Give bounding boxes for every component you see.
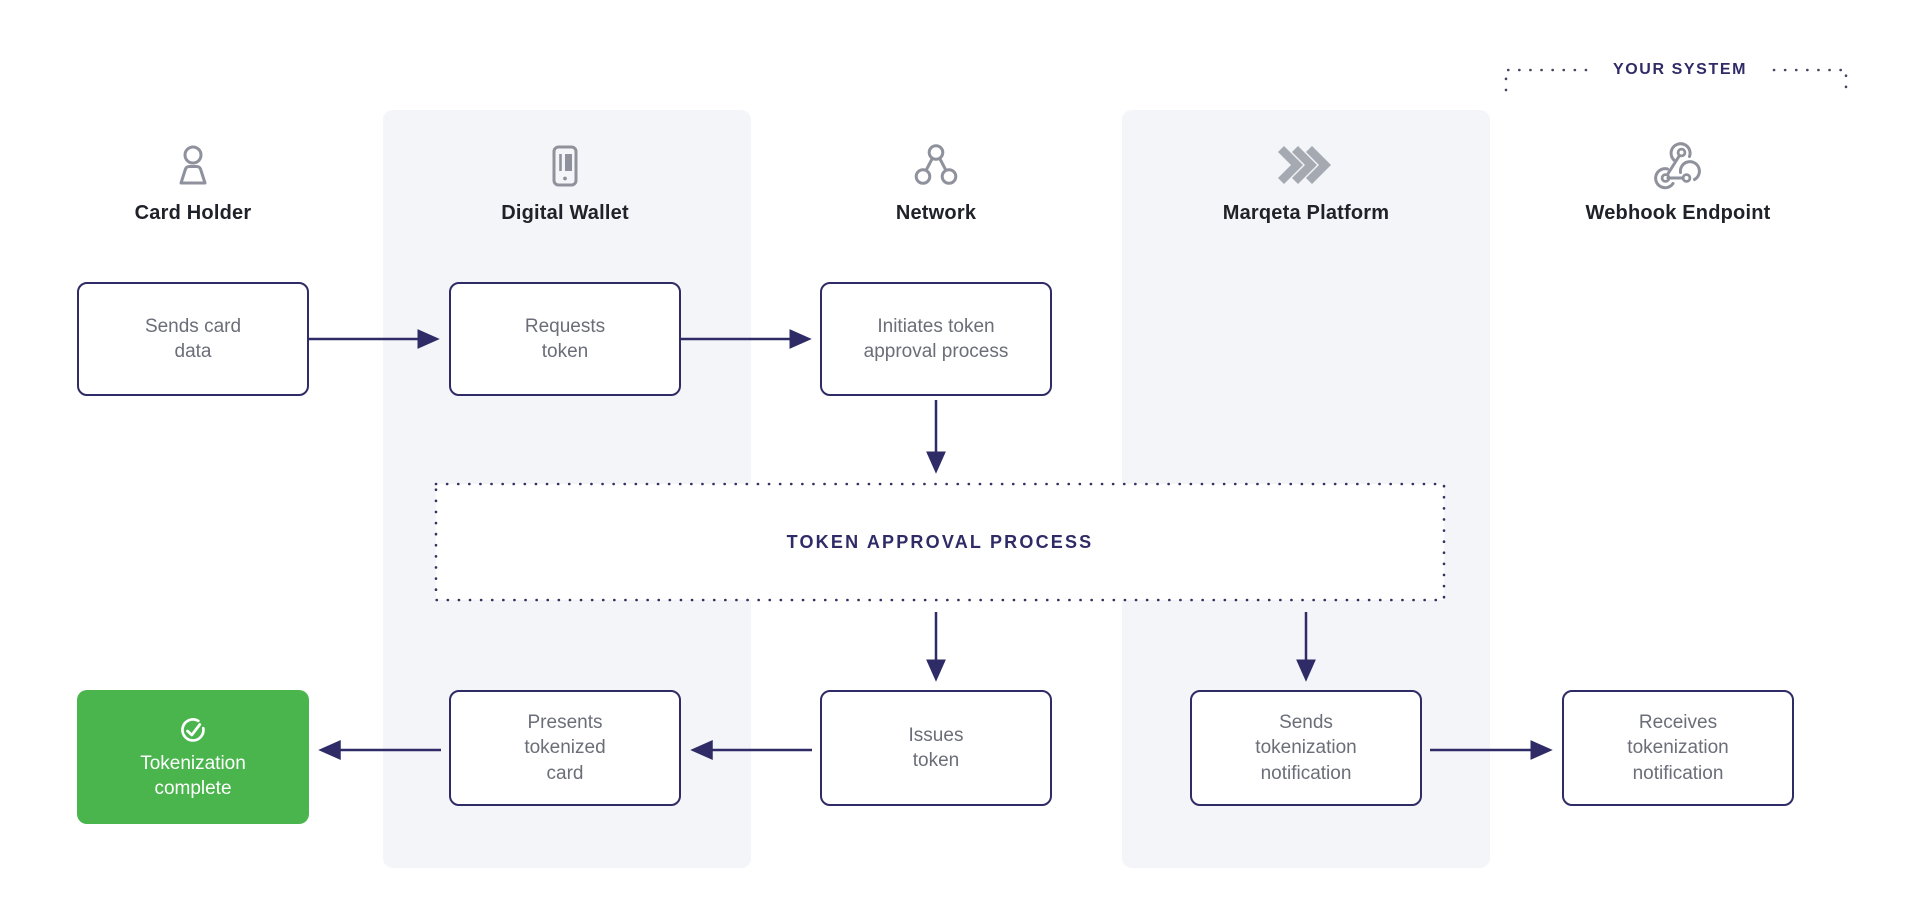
your-system-label: YOUR SYSTEM [1612, 61, 1748, 78]
dotted-border [434, 482, 1446, 602]
flow-box-sends-card-data: Sends card data [77, 282, 309, 396]
flow-box-label: Issues token [908, 724, 964, 771]
column-label-network: Network [895, 202, 977, 224]
marqeta-chevrons-icon [1272, 136, 1340, 196]
flow-box-label: Initiates token approval process [863, 315, 1009, 362]
network-nodes-icon [906, 136, 966, 196]
flow-box-label: Presents tokenized card [524, 712, 606, 784]
flow-box-label: Sends tokenization notification [1255, 712, 1357, 784]
token-approval-process-label: TOKEN APPROVAL PROCESS [786, 531, 1094, 552]
person-icon [163, 136, 223, 196]
flow-box-label: Requests token [524, 315, 606, 362]
flow-box-sends-tokenization-notification: Sends tokenization notification [1190, 690, 1422, 806]
mobile-wallet-icon [535, 136, 595, 196]
your-system-bracket: YOUR SYSTEM [1490, 30, 1870, 100]
flow-box-presents-tokenized-card: Presents tokenized card [449, 690, 681, 806]
column-label-card-holder: Card Holder [134, 202, 252, 224]
column-label-marqeta-platform: Marqeta Platform [1222, 202, 1390, 224]
flow-box-label: Tokenization complete [140, 752, 246, 799]
token-approval-process-region: TOKEN APPROVAL PROCESS [434, 482, 1446, 602]
flow-box-label: Sends card data [144, 315, 242, 362]
webhook-icon [1648, 136, 1708, 196]
check-circle-icon [181, 717, 205, 742]
column-label-digital-wallet: Digital Wallet [501, 202, 629, 224]
flow-box-issues-token: Issues token [820, 690, 1052, 806]
flow-box-label: Receives tokenization notification [1627, 712, 1729, 784]
column-label-webhook-endpoint: Webhook Endpoint [1585, 202, 1771, 224]
flow-box-receives-tokenization-notification: Receives tokenization notification [1562, 690, 1794, 806]
flow-box-tokenization-complete: Tokenization complete [77, 690, 309, 824]
flow-box-requests-token: Requests token [449, 282, 681, 396]
dotted-bracket-lines [1504, 68, 1848, 98]
flow-box-initiates-token-approval: Initiates token approval process [820, 282, 1052, 396]
